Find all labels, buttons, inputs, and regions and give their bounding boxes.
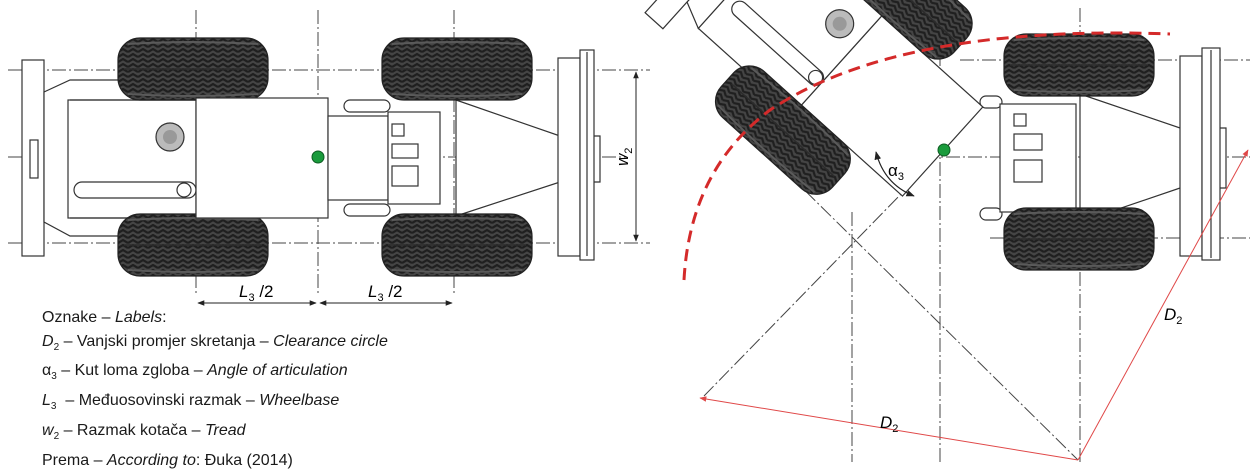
legend: Oznake – Labels: D2 – Vanjski promjer sk… [42,306,388,472]
tyre-rear-bottom [117,213,269,277]
legend-item-tread: w2 – Razmak kotača – Tread [42,421,246,443]
clearance-circle-arc [682,31,1171,281]
legend-item-wheelbase: L3 – Međuosovinski razmak – Wheelbase [42,392,340,413]
legend-source: Prema – According to: Đuka (2014) [42,451,293,469]
legend-title: Oznake – Labels: [42,309,167,326]
label-clearance-bottom: D2 [880,413,898,435]
tyre-rear-top [117,37,269,101]
legend-item-clearance: D2 – Vanjski promjer skretanja – Clearan… [42,332,388,353]
articulated-tractor: α3 D2 D2 [644,0,1250,462]
clearance-diameter-lines [699,149,1249,461]
tyre-front-bottom-articulated [1003,207,1155,271]
straight-tractor: L3 /2 L3 /2 w2 [8,10,650,306]
rear-body [195,97,329,219]
pivot-point-articulated [937,143,951,157]
pivot-point [311,150,325,164]
tyre-front-top [381,37,533,101]
front-part [979,47,1227,261]
label-half-wheelbase-right: L3 /2 [368,282,403,304]
tyre-front-top-articulated [1003,33,1155,97]
tyre-front-bottom [381,213,533,277]
label-angle: α3 [888,161,904,183]
legend-item-angle: α3 – Kut loma zgloba – Angle of articula… [42,362,348,383]
label-tread: w2 [613,148,635,166]
label-clearance-right: D2 [1164,305,1182,327]
label-half-wheelbase-left: L3 /2 [239,282,274,304]
angle-arc [874,151,915,197]
front-frame [327,49,601,261]
rear-part-rotated [644,0,984,205]
